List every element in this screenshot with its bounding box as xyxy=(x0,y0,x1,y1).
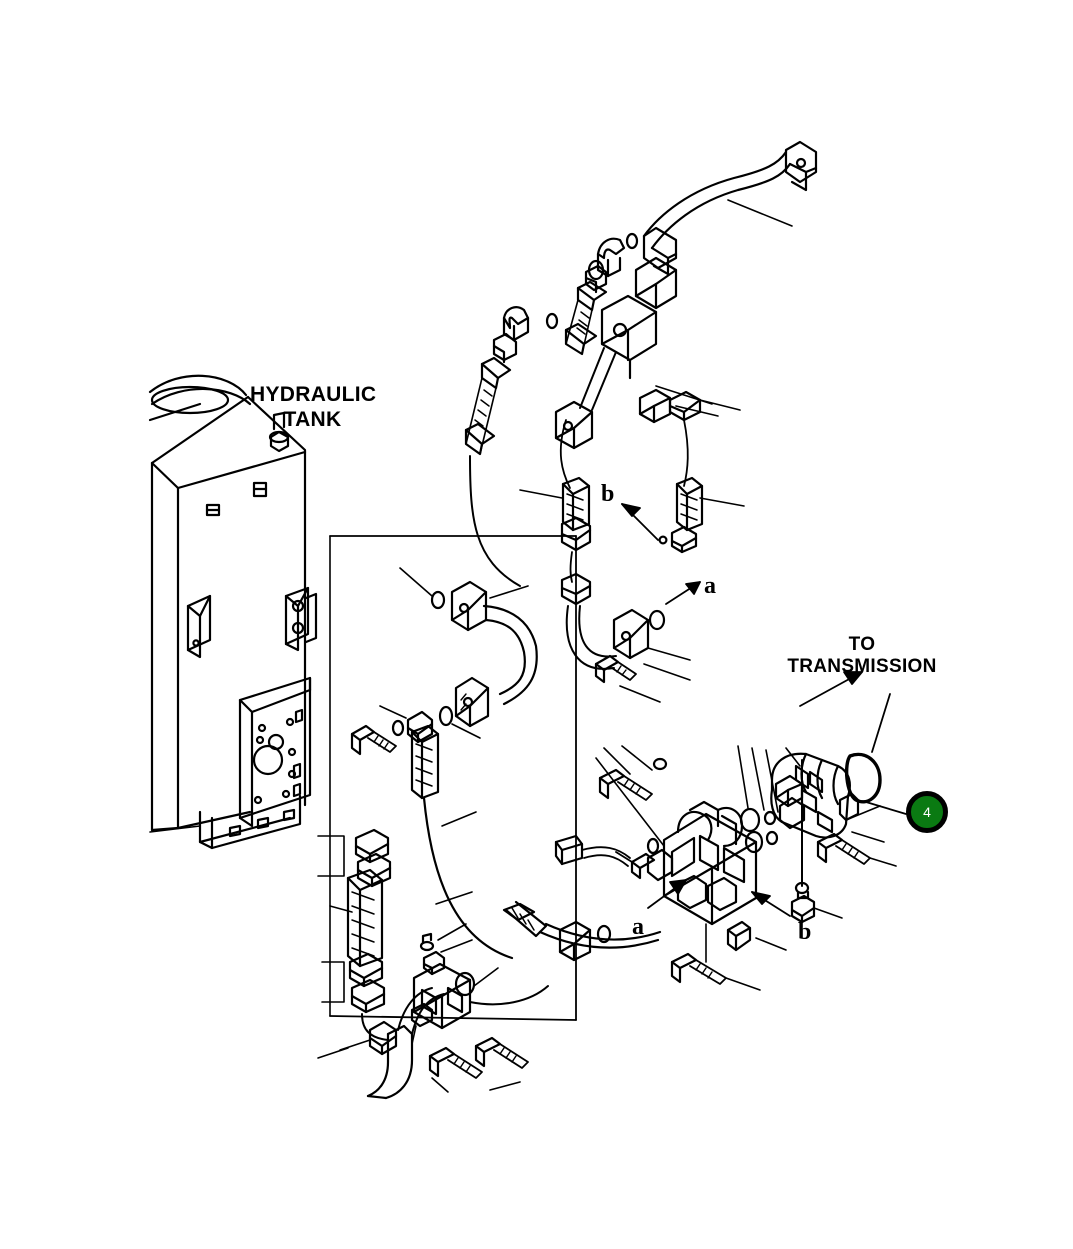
lower-left-manifold xyxy=(410,923,549,1079)
hydraulic-pump xyxy=(770,693,907,924)
valve-bolt-group xyxy=(598,745,668,801)
reference-frame xyxy=(329,535,577,1021)
hydraulic-tank-label: HYDRAULIC TANK xyxy=(250,383,377,431)
callout-arrows xyxy=(621,503,863,917)
center-lower-hose xyxy=(502,900,662,962)
upper-tube-assembly xyxy=(464,140,818,684)
lower-left-hose-stack xyxy=(317,828,445,1100)
to-transmission-label: TO TRANSMISSION xyxy=(787,634,937,678)
leader-lines xyxy=(317,199,793,1093)
callout-letter-a-lower: a xyxy=(632,914,644,940)
callout-letter-b-lower: b xyxy=(798,919,812,945)
center-valve-block xyxy=(554,745,787,991)
hydraulic-tank-body xyxy=(148,374,331,1017)
callout-letter-a-upper: a xyxy=(704,573,716,599)
callout-letter-b-upper: b xyxy=(601,481,615,507)
mid-left-tube-group xyxy=(350,567,538,960)
highlight-badge-item-4[interactable]: 4 xyxy=(906,791,948,833)
